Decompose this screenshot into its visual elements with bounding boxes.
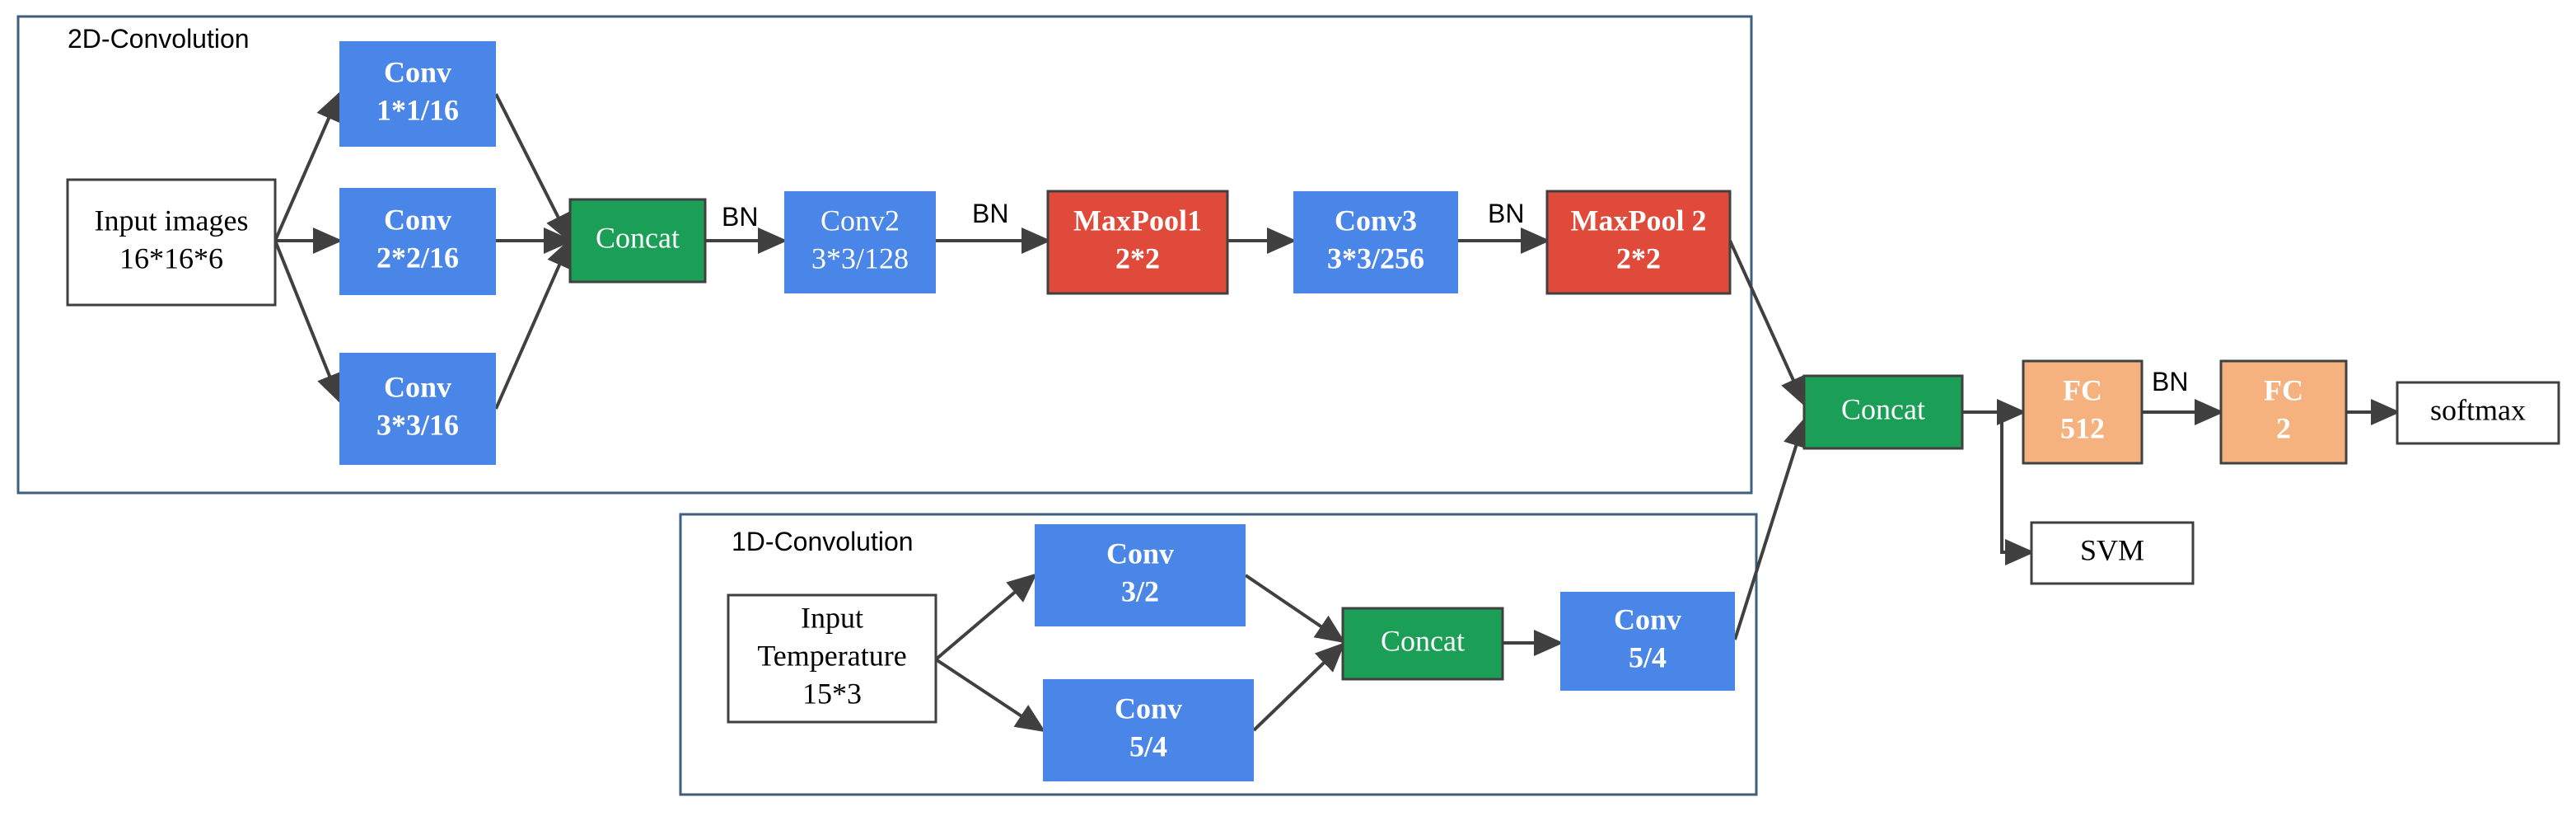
- edge-conv-a-to-concat1: [494, 93, 572, 244]
- concat-merge-node: Concat: [1802, 374, 1964, 450]
- conv-3x3-16-node-box: [339, 353, 496, 465]
- edge-input-images-to-conv-c: [273, 240, 342, 404]
- edge-conv-f-to-concat3: [1733, 417, 1809, 640]
- concat-1d-node: Concat: [1341, 607, 1504, 681]
- concat-merge-node-label-line-1: Concat: [1841, 392, 1925, 425]
- input-images-node-label-line-1: Input images: [95, 204, 249, 237]
- maxpool1-node-box: [1046, 190, 1229, 295]
- edge-conv-c-to-concat1: [494, 237, 572, 410]
- edges: [273, 91, 2401, 733]
- maxpool2-node: MaxPool 2 2*2: [1545, 190, 1732, 295]
- conv-2x2-16-node: Conv 2*2/16: [339, 188, 496, 295]
- softmax-node: softmax: [2396, 381, 2560, 445]
- edge-input-images-to-conv-a: [273, 91, 341, 242]
- concat-1d-node-label-line-1: Concat: [1381, 624, 1465, 657]
- edge-label-bn-2: BN: [972, 199, 1008, 228]
- conv3-node: Conv3 3*3/256: [1293, 191, 1458, 293]
- input-images-node-label-line-2: 16*16*6: [119, 242, 223, 274]
- fc-512-node: FC 512: [2022, 359, 2144, 465]
- concat-2d-node-box: [568, 198, 707, 284]
- maxpool2-node-label-line-2: 2*2: [1616, 242, 1661, 274]
- conv-5-4-final-node: Conv 5/4: [1560, 592, 1735, 691]
- conv-3x3-16-node: Conv 3*3/16: [339, 353, 496, 465]
- conv2-node-label-line-1: Conv2: [820, 204, 900, 237]
- fc-512-node-label-line-1: FC: [2063, 373, 2102, 406]
- svm-node-box: [2030, 521, 2195, 585]
- fc-2-node-box: [2219, 359, 2348, 465]
- edge-input-temp-to-conv-e: [934, 658, 1046, 733]
- conv3-node-box: [1293, 191, 1458, 293]
- conv-1x1-16-node-label-line-2: 1*1/16: [376, 93, 459, 126]
- input-temperature-node-label-line-1: Input: [801, 601, 863, 634]
- conv3-node-label-line-2: 3*3/256: [1327, 242, 1424, 274]
- conv-5-4-node: Conv 5/4: [1043, 679, 1254, 781]
- concat-1d-node-box: [1341, 607, 1504, 681]
- conv-5-4-node-label-line-2: 5/4: [1129, 729, 1167, 762]
- conv-1x1-16-node-label-line-1: Conv: [384, 55, 451, 88]
- edge-label-bn-1: BN: [722, 202, 758, 232]
- conv-3-2-node-label-line-2: 3/2: [1121, 574, 1159, 607]
- conv2-node: Conv2 3*3/128: [784, 191, 936, 293]
- conv-3x3-16-node-label-line-2: 3*3/16: [376, 408, 459, 441]
- svm-node-label-line-1: SVM: [2080, 533, 2144, 566]
- maxpool1-node-label-line-1: MaxPool1: [1073, 204, 1202, 237]
- conv1d-group-label: 1D-Convolution: [732, 527, 914, 556]
- conv3-node-label-line-1: Conv3: [1335, 204, 1417, 237]
- edge-input-temp-to-conv-d: [934, 573, 1038, 661]
- conv2-node-box: [784, 191, 936, 293]
- maxpool2-node-box: [1545, 190, 1732, 295]
- input-images-node: Input images 16*16*6: [66, 178, 277, 307]
- edge-maxpool2-to-concat3: [1728, 240, 1806, 407]
- conv-1x1-16-node: Conv 1*1/16: [339, 41, 496, 147]
- conv-5-4-final-node-box: [1560, 592, 1735, 691]
- edge-conv-e-to-concat2: [1252, 642, 1345, 732]
- conv-5-4-final-node-label-line-1: Conv: [1614, 603, 1681, 635]
- edge-label-bn-3: BN: [1488, 199, 1524, 228]
- conv-2x2-16-node-label-line-2: 2*2/16: [376, 241, 459, 274]
- conv-5-4-node-box: [1043, 679, 1254, 781]
- fc-2-node-label-line-2: 2: [2276, 411, 2291, 444]
- conv-2x2-16-node-box: [339, 188, 496, 295]
- conv-3x3-16-node-label-line-1: Conv: [384, 370, 451, 403]
- maxpool1-node: MaxPool1 2*2: [1046, 190, 1229, 295]
- fc-2-node: FC 2: [2219, 359, 2348, 465]
- conv2-node-label-line-2: 3*3/128: [811, 242, 909, 274]
- concat-2d-node-label-line-1: Concat: [596, 221, 680, 254]
- conv2d-group-label: 2D-Convolution: [68, 24, 250, 54]
- svm-node: SVM: [2030, 521, 2195, 585]
- conv-3-2-node-box: [1035, 524, 1246, 626]
- edge-label-bn-4: BN: [2152, 367, 2188, 396]
- input-temperature-node-label-line-3: 15*3: [802, 677, 862, 710]
- conv-5-4-node-label-line-1: Conv: [1115, 692, 1182, 725]
- conv-3-2-node: Conv 3/2: [1035, 524, 1246, 626]
- concat-merge-node-box: [1802, 374, 1964, 450]
- fc-2-node-label-line-1: FC: [2264, 373, 2303, 406]
- conv-2x2-16-node-label-line-1: Conv: [384, 203, 451, 236]
- conv-3-2-node-label-line-1: Conv: [1106, 537, 1174, 570]
- conv2d-group-frame: [16, 15, 1753, 495]
- conv1d-group-frame: [679, 513, 1758, 796]
- softmax-node-label-line-1: softmax: [2430, 393, 2526, 426]
- softmax-node-box: [2396, 381, 2560, 445]
- maxpool2-node-label-line-1: MaxPool 2: [1571, 204, 1707, 237]
- input-temperature-node-box: [727, 593, 937, 724]
- input-images-node-box: [66, 178, 277, 307]
- maxpool1-node-label-line-2: 2*2: [1115, 242, 1160, 274]
- edge-concat3-to-svm: [2000, 412, 2035, 565]
- concat-2d-node: Concat: [568, 198, 707, 284]
- conv-1x1-16-node-box: [339, 41, 496, 147]
- fc-512-node-box: [2022, 359, 2144, 465]
- input-temperature-node-label-line-2: Temperature: [757, 639, 906, 672]
- edge-conv-d-to-concat2: [1244, 574, 1346, 644]
- conv-5-4-final-node-label-line-2: 5/4: [1629, 640, 1667, 673]
- fc-512-node-label-line-2: 512: [2060, 411, 2105, 444]
